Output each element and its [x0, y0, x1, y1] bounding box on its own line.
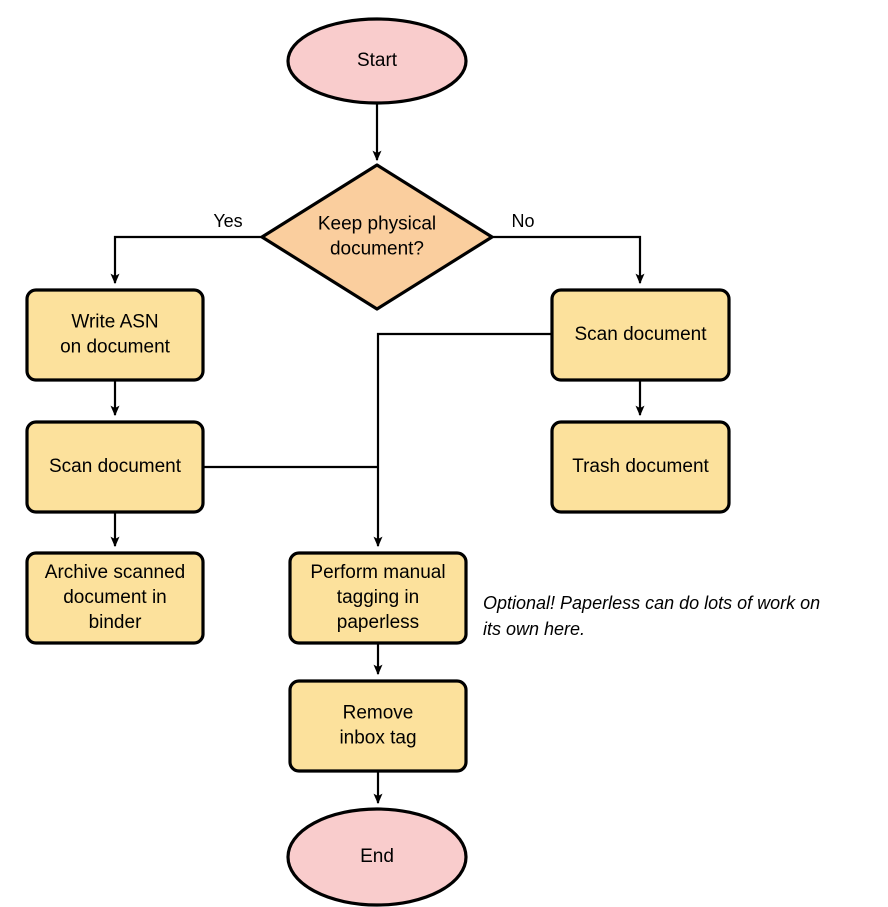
node-label-line: End: [360, 846, 394, 867]
node-ellipse: [286, 17, 468, 105]
node-trash-document[interactable]: Trash document: [550, 420, 731, 514]
edge-scan-right-to-tagging: [373, 332, 552, 548]
node-label-line: binder: [89, 612, 142, 633]
node-label-line: Scan document: [574, 324, 707, 345]
node-label-line: tagging in: [337, 587, 419, 608]
node-scan-document-right[interactable]: Scan document: [550, 288, 731, 382]
node-label-line: on document: [60, 337, 171, 358]
node-rect: [550, 420, 731, 514]
node-label-line: Perform manual: [310, 562, 445, 583]
node-perform-manual-tagging-in-paperless[interactable]: Perform manual tagging in paperless: [288, 551, 468, 645]
node-end[interactable]: End: [286, 807, 468, 907]
edges-layer: Yes No: [110, 103, 645, 805]
annotations-layer: Optional! Paperless can do lots of work …: [483, 593, 820, 639]
node-label-line: Remove: [343, 703, 414, 724]
edge-line: [373, 332, 552, 548]
node-scan-document-left[interactable]: Scan document: [25, 420, 205, 514]
edge-label-no: No: [511, 211, 534, 231]
node-label-line: document in: [63, 587, 167, 608]
edge-decision-yes-to-write-asn: Yes: [110, 211, 262, 285]
node-archive-scanned-document-in-binder[interactable]: Archive scanned document in binder: [25, 551, 205, 645]
node-write-asn-on-document[interactable]: Write ASN on document: [25, 288, 205, 382]
edge-decision-no-to-scan-right: No: [492, 211, 645, 285]
annotation-line: its own here.: [483, 619, 585, 639]
node-label-line: Trash document: [572, 456, 709, 477]
node-keep-physical-document[interactable]: Keep physical document?: [260, 163, 494, 311]
node-label-line: inbox tag: [339, 728, 416, 749]
node-label-line: Start: [357, 50, 398, 71]
node-start[interactable]: Start: [286, 17, 468, 105]
node-label-line: Write ASN: [71, 312, 158, 333]
node-rect: [25, 288, 205, 382]
edge-line: [110, 235, 262, 285]
node-label-line: document?: [330, 239, 424, 260]
edge-label-yes: Yes: [213, 211, 242, 231]
node-rect: [288, 551, 468, 645]
node-rect: [25, 551, 205, 645]
annotation-optional-note: Optional! Paperless can do lots of work …: [483, 593, 820, 639]
node-rect: [25, 420, 205, 514]
node-label-line: Keep physical: [318, 214, 436, 235]
annotation-line: Optional! Paperless can do lots of work …: [483, 593, 820, 613]
node-label-line: Scan document: [49, 456, 182, 477]
edge-line: [492, 235, 645, 285]
node-rect: [550, 288, 731, 382]
node-ellipse: [286, 807, 468, 907]
node-diamond: [260, 163, 494, 311]
node-label-line: Archive scanned: [45, 562, 185, 583]
node-rect: [288, 679, 468, 773]
node-label-line: paperless: [337, 612, 419, 633]
node-remove-inbox-tag[interactable]: Remove inbox tag: [288, 679, 468, 773]
